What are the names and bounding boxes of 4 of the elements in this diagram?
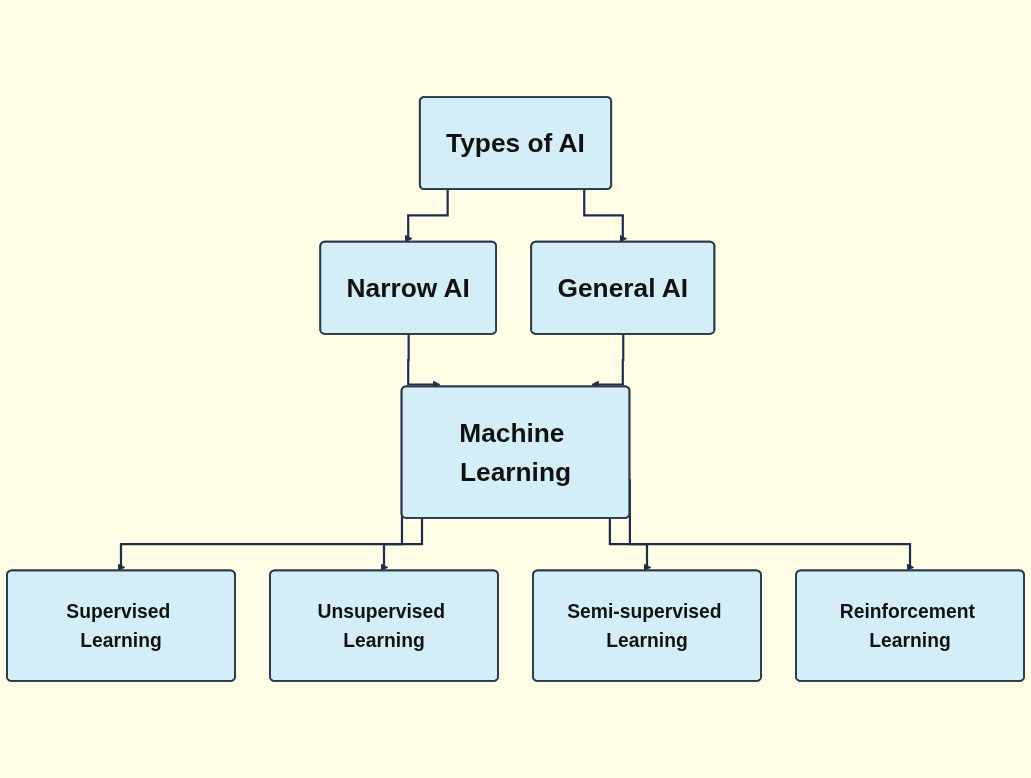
arrow <box>404 189 449 243</box>
arrow <box>380 518 424 572</box>
arrow <box>583 189 628 243</box>
arrow <box>608 518 652 572</box>
